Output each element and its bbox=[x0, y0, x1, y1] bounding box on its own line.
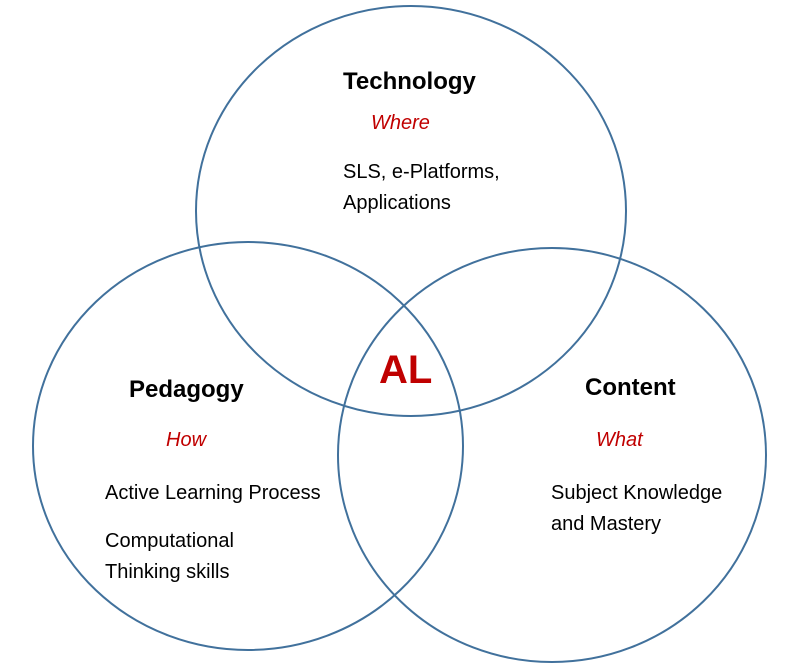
pedagogy-line: Thinking skills bbox=[105, 561, 230, 583]
pedagogy-subtitle: How bbox=[166, 429, 207, 451]
content-line: and Mastery bbox=[551, 513, 662, 535]
pedagogy-line: Active Learning Process bbox=[105, 482, 321, 504]
technology-subtitle: Where bbox=[371, 112, 430, 134]
technology-line: Applications bbox=[343, 192, 451, 214]
center-label: AL bbox=[379, 348, 433, 392]
technology-line: SLS, e-Platforms, bbox=[343, 161, 500, 183]
pedagogy-title: Pedagogy bbox=[129, 376, 244, 403]
content-line: Subject Knowledge bbox=[551, 482, 723, 504]
technology-title: Technology bbox=[343, 68, 476, 95]
content-subtitle: What bbox=[596, 429, 643, 451]
content-title: Content bbox=[585, 374, 676, 401]
pedagogy-circle bbox=[32, 241, 464, 651]
content-circle bbox=[337, 247, 767, 663]
technology-circle bbox=[195, 5, 627, 417]
pedagogy-line: Computational bbox=[105, 530, 234, 552]
